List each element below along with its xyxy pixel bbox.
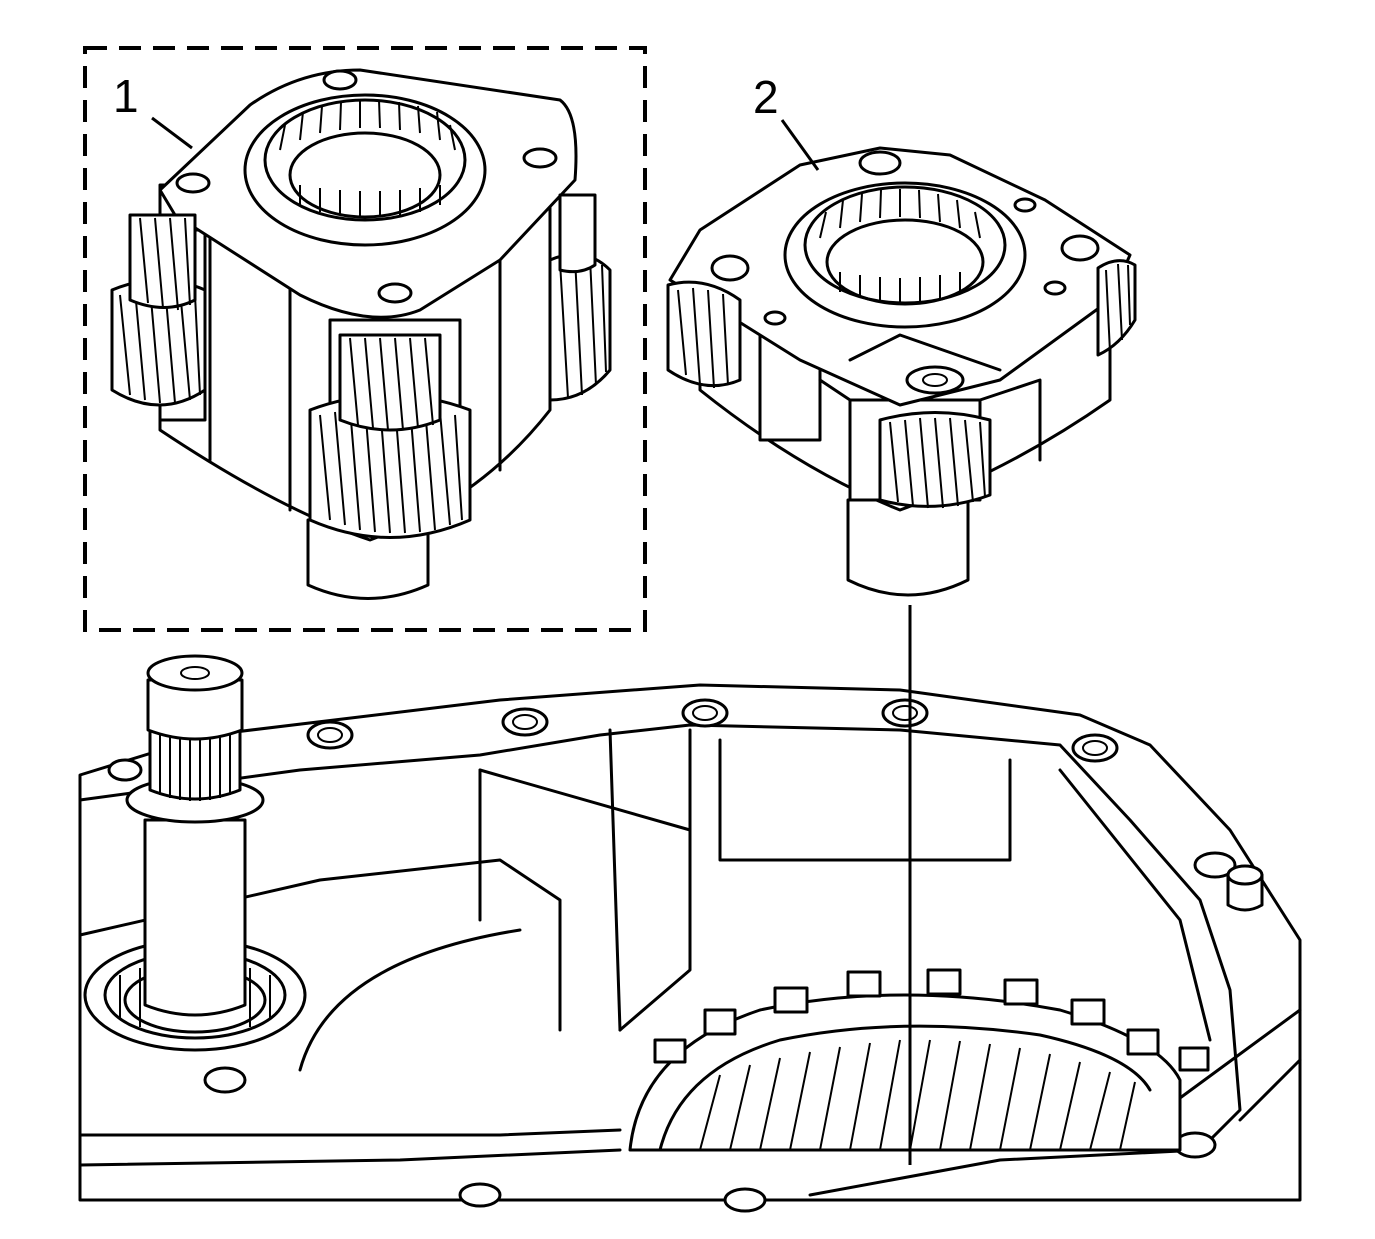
callout-2-leader (780, 119, 820, 171)
ring-gear (628, 968, 1210, 1152)
callout-2-label: 2 (753, 71, 779, 123)
dowel-pin (1226, 864, 1264, 912)
ring-gear-lugs (653, 968, 1210, 1072)
shaft-splines (159, 732, 231, 801)
planet-gear-2-front (878, 411, 992, 509)
callout-1-label: 1 (113, 70, 139, 122)
carrier-1-splines (279, 99, 456, 216)
callout-2: 2 (753, 71, 820, 171)
ring-gear-teeth (699, 1039, 1136, 1151)
planetary-carrier-1 (110, 68, 612, 600)
input-shaft (83, 654, 307, 1052)
planetary-carrier-2 (666, 146, 1137, 597)
planet-gear-left (110, 213, 207, 407)
transfer-case-housing (78, 654, 1302, 1213)
planet-gear-2-left (666, 280, 742, 389)
carrier-2-splines (819, 189, 981, 302)
planet-gear-front (308, 333, 472, 539)
planet-gear-2-right (1096, 259, 1137, 357)
detail-box (83, 46, 647, 632)
planet-gear-right (548, 193, 612, 402)
bolt-holes (107, 698, 1237, 1213)
callout-1: 1 (113, 70, 193, 150)
callout-1-leader (151, 116, 193, 150)
